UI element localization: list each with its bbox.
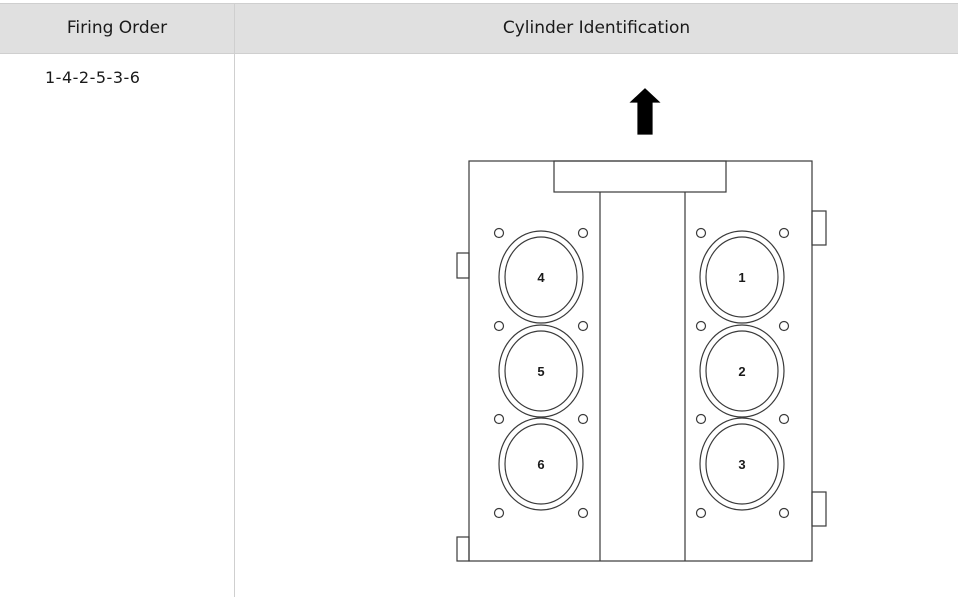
- block-tab-left-lower: [456, 536, 470, 562]
- table-header-row: Firing Order Cylinder Identification: [0, 3, 958, 54]
- right-bank-bolt-holes: [695, 227, 790, 519]
- engine-block-outline: [468, 160, 813, 562]
- cylinder-2: [699, 324, 785, 418]
- header-firing-order: Firing Order: [66, 18, 168, 38]
- cylinder-3-label: 3: [738, 457, 745, 472]
- cylinder-5-label: 5: [537, 364, 544, 379]
- header-cylinder-identification: Cylinder Identification: [502, 18, 691, 38]
- cylinder-6-label: 6: [537, 457, 544, 472]
- cylinder-5: [498, 324, 584, 418]
- block-tab-right-upper: [811, 210, 827, 246]
- cylinder-4: [498, 230, 584, 324]
- cylinder-4-label: 4: [537, 270, 545, 285]
- cylinder-3: [699, 417, 785, 511]
- cylinder-1-label: 1: [738, 270, 745, 285]
- cylinder-1: [699, 230, 785, 324]
- column-divider: [234, 3, 235, 597]
- block-tab-left-upper: [456, 252, 470, 279]
- engine-front-arrow-icon: [629, 88, 661, 135]
- firing-order-value: 1-4-2-5-3-6: [45, 68, 141, 87]
- cylinder-identification-diagram: 4 5 6 1 2 3: [456, 88, 827, 562]
- left-bank-bolt-holes: [493, 227, 589, 519]
- cylinder-2-label: 2: [738, 364, 745, 379]
- intake-tab: [553, 160, 727, 193]
- block-tab-right-lower: [811, 491, 827, 527]
- cylinder-6: [498, 417, 584, 511]
